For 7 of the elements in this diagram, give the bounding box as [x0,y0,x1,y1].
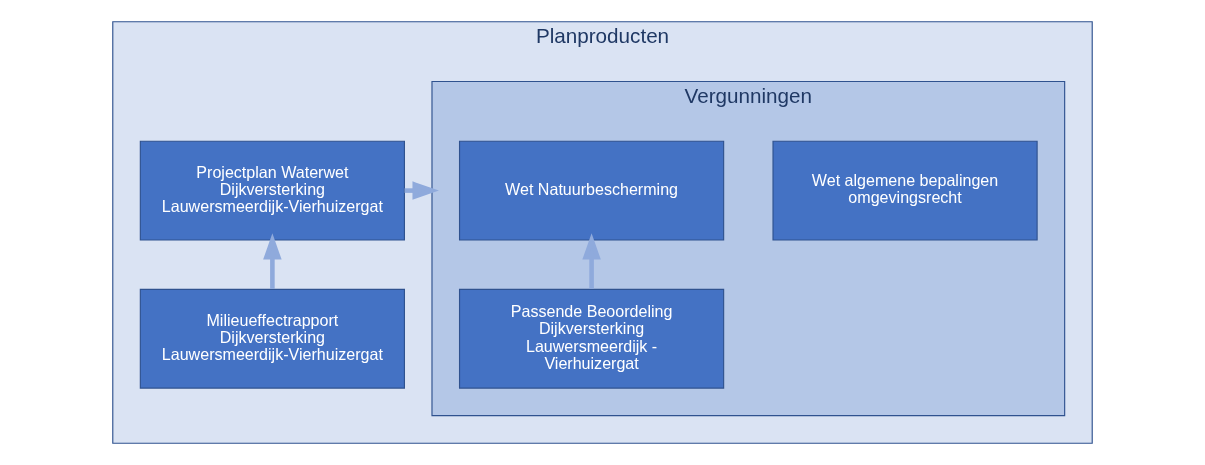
arrow [263,233,282,289]
node-box: Milieueffectrapport Dijkversterking Lauwersmeerdijk-Vierhuizergat [139,288,405,389]
node-box: Passende Beoordeling Dijkversterking Lauwersmeerdijk - Vierhuizergat [458,288,725,389]
node-box: Wet Natuurbescherming [458,140,725,241]
arrow [582,233,601,289]
node-box: Projectplan Waterwet Dijkversterking Lauwersmeerdijk-Vierhuizergat [139,140,405,241]
node-box: Wet algemene bepalingen omgevingsrecht [772,140,1038,241]
